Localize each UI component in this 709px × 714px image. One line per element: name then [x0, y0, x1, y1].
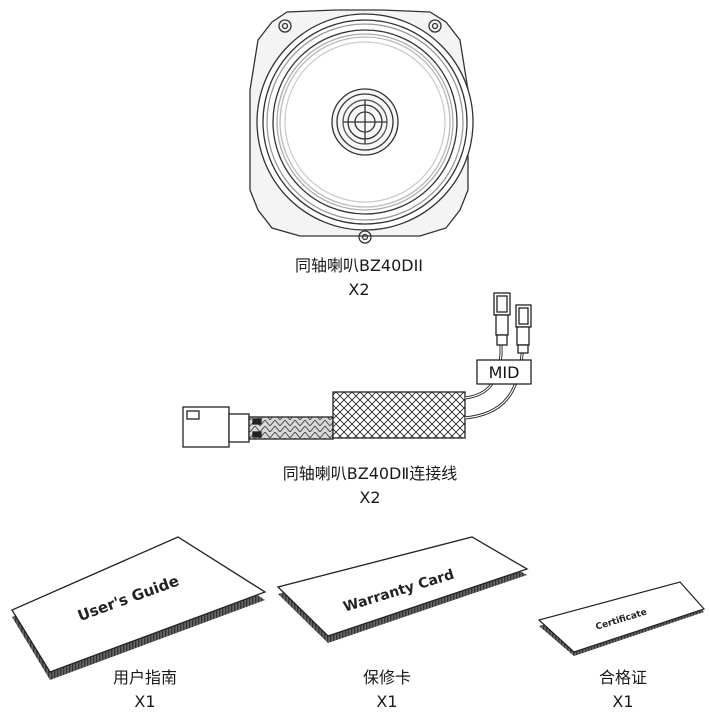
users-guide-quantity: X1 [134, 692, 156, 711]
warranty-card-label: 保修卡 X1 [342, 666, 432, 714]
warranty-card-name: 保修卡 [362, 668, 411, 687]
certificate-label: 合格证 X1 [578, 666, 668, 714]
cable-name: 同轴喇叭BZ40DⅡ连接线 [282, 464, 458, 483]
certificate-card: Certificate [537, 581, 706, 656]
speaker-name: 同轴喇叭BZ40DII [294, 256, 424, 275]
cable-drawing [182, 292, 532, 448]
cable-quantity: X2 [359, 488, 381, 507]
users-guide-name: 用户指南 [112, 668, 177, 687]
speaker-quantity: X2 [348, 280, 370, 299]
warranty-card: Warranty Card [276, 536, 529, 643]
cable-label: 同轴喇叭BZ40DⅡ连接线 X2 [230, 462, 510, 510]
cable-tag-label: MID [489, 363, 520, 382]
users-guide-booklet: User's Guide [11, 536, 267, 680]
warranty-card-quantity: X1 [376, 692, 398, 711]
users-guide-label: 用户指南 X1 [90, 666, 200, 714]
certificate-quantity: X1 [612, 692, 634, 711]
speaker-label: 同轴喇叭BZ40DII X2 [259, 254, 459, 302]
speaker-drawing [249, 9, 474, 244]
certificate-name: 合格证 [598, 668, 647, 687]
